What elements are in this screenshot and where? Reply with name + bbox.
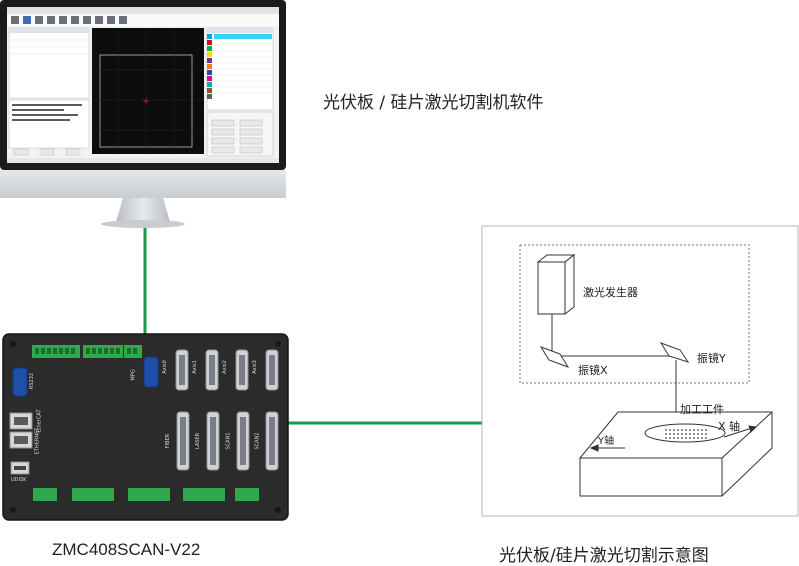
monitor xyxy=(0,0,286,228)
connection-lines xyxy=(143,228,482,425)
monitor-base xyxy=(101,220,185,228)
scan2-label: SCAN2 xyxy=(254,432,261,450)
ethercat-label: EtherCAT xyxy=(36,409,43,433)
controller xyxy=(2,333,289,521)
workpiece-label: 加工工件 xyxy=(680,403,724,416)
controller-label: ZMC408SCAN-V22 xyxy=(52,540,201,559)
ethernet-ports xyxy=(9,412,33,449)
galvo-enclosure xyxy=(519,244,750,384)
rs232-port xyxy=(12,367,28,397)
axis1-label: Axis1 xyxy=(191,360,198,374)
schematic-caption: 光伏板/硅片激光切割示意图 xyxy=(499,546,709,566)
udisk-label: UDISK xyxy=(11,477,27,483)
galvo-y-label: 振镜Y xyxy=(697,352,726,365)
galvo-x-mirror xyxy=(539,346,570,368)
mpg-label: MPG xyxy=(130,369,137,381)
schematic xyxy=(481,225,799,517)
x-axis-label: X 轴 xyxy=(718,420,741,433)
galvo-x-label: 振镜X xyxy=(578,364,608,377)
y-axis-label: Y轴 xyxy=(598,436,615,447)
monitor-chin xyxy=(0,170,286,198)
monitor-stand xyxy=(116,198,170,222)
laser-label: LASER xyxy=(195,432,202,450)
laser-canvas xyxy=(92,28,204,154)
top-terminals xyxy=(32,345,142,358)
axis3-label: Axis3 xyxy=(251,360,258,374)
layer-swatches xyxy=(207,34,212,99)
axis0-label: Axis0 xyxy=(161,360,168,374)
workpiece-dots xyxy=(663,427,707,439)
software-screen xyxy=(7,7,279,163)
laser-generator-box xyxy=(536,253,576,316)
laser-generator-label: 激光发生器 xyxy=(583,286,638,299)
axis-arrows xyxy=(589,425,758,452)
software-label: 光伏板 / 硅片激光切割机软件 xyxy=(323,93,544,113)
rs232-label: RS232 xyxy=(29,372,36,390)
fiber-label: FIBER xyxy=(165,433,172,449)
axis2-label: Axis2 xyxy=(221,360,228,374)
toolbar-icons xyxy=(11,16,127,24)
bottom-terminals xyxy=(33,488,259,501)
mpg-port xyxy=(143,356,159,388)
galvo-y-mirror xyxy=(659,342,690,363)
scan1-label: SCAN1 xyxy=(225,432,232,450)
